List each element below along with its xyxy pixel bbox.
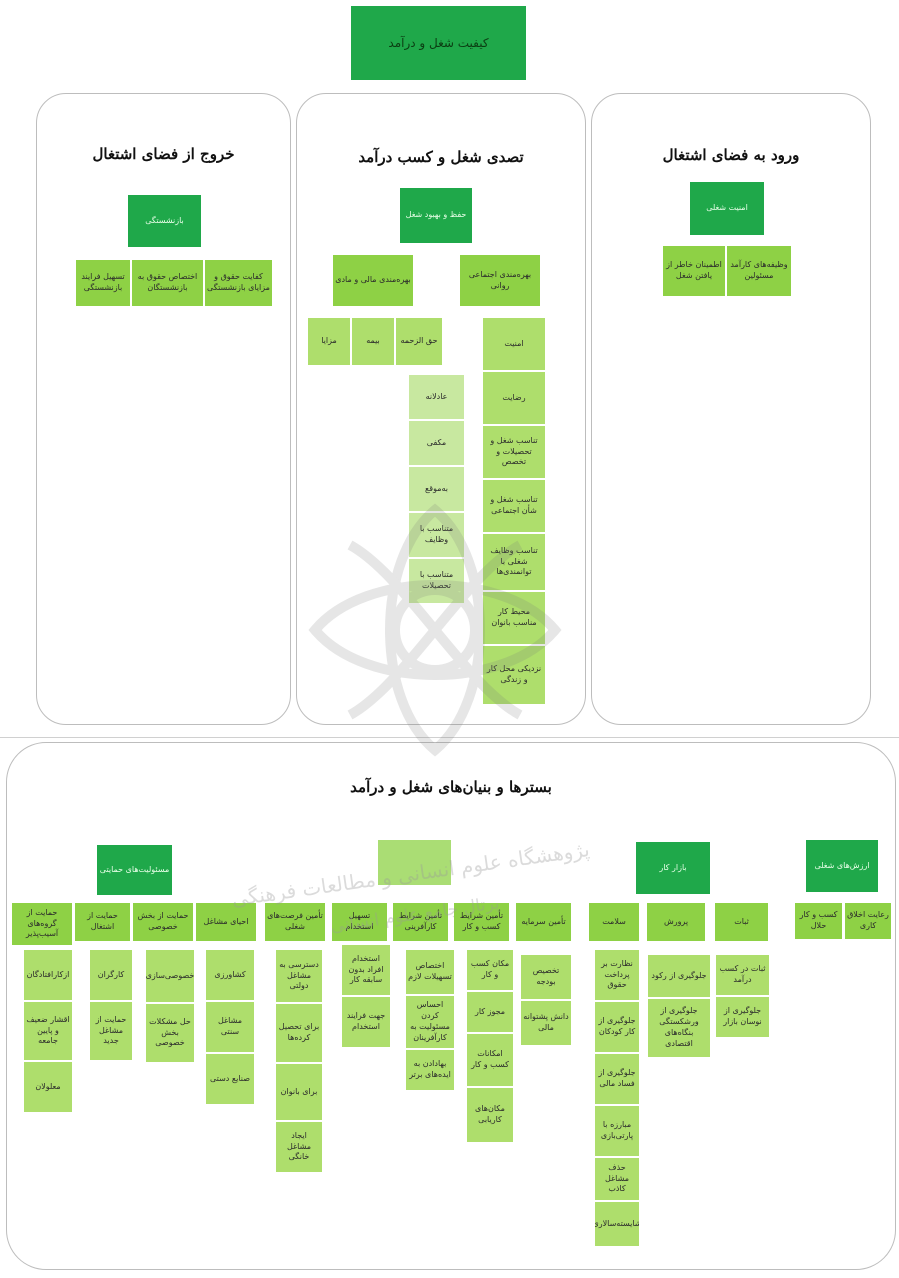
node-job-security: امنیت شغلی bbox=[690, 182, 764, 235]
node-financial-support: دانش پشتوانه مالی bbox=[521, 1001, 571, 1045]
node-fake-jobs: حذف مشاغل کاذب bbox=[595, 1158, 639, 1200]
section-divider bbox=[0, 737, 899, 738]
node-child-labor: جلوگیری از کار کودکان bbox=[595, 1002, 639, 1052]
node-employment-support: حمایت از اشتغال bbox=[75, 903, 130, 941]
node-psy-ability-fit: تناسب وظایف شغلی با توانمندی‌ها bbox=[483, 534, 545, 590]
node-home-jobs: ایجاد مشاغل خانگی bbox=[276, 1122, 322, 1172]
node-retire-3: تسهیل فرایند بازنشستگی bbox=[76, 260, 130, 306]
node-psy-security: امنیت bbox=[483, 318, 545, 370]
node-foundation-center bbox=[378, 840, 451, 885]
node-gov-jobs: دسترسی به مشاغل دولتی bbox=[276, 950, 322, 1002]
node-psy-workplace: محیط کار مناسب بانوان bbox=[483, 592, 545, 644]
node-traditional-jobs: مشاغل سنتی bbox=[206, 1002, 254, 1052]
node-tenure-root: حفظ و بهبود شغل bbox=[400, 188, 472, 243]
node-job-assurance: اطمینان خاطر از یافتن شغل bbox=[663, 246, 725, 296]
node-retire-1: کفایت حقوق و مزایای بازنشستگی bbox=[205, 260, 272, 306]
node-hire-no-experience: استخدام افراد بدون سابقه کار bbox=[342, 945, 390, 995]
node-income-stability: ثبات در کسب درآمد bbox=[716, 955, 769, 995]
node-entrepreneur-responsibility: احساس کردن مسئولیت به کارآفرینان bbox=[406, 996, 454, 1048]
node-workers: کارگران bbox=[90, 950, 132, 1000]
node-educated: برای تحصیل کرده‌ها bbox=[276, 1004, 322, 1062]
node-women: برای بانوان bbox=[276, 1064, 322, 1120]
node-retire-2: اختصاص حقوق به بازنشستگان bbox=[132, 260, 203, 306]
node-salary-education: متناسب با تحصیلات bbox=[409, 559, 464, 603]
node-market-health: سلامت bbox=[589, 903, 639, 941]
node-hiring-process: جهت فرایند استخدام bbox=[342, 997, 390, 1047]
node-recession: جلوگیری از رکود bbox=[648, 955, 710, 997]
node-poor-strata: اقشار ضعیف و پایین جامعه bbox=[24, 1002, 72, 1060]
node-favoritism: مبارزه با پارتی‌بازی bbox=[595, 1106, 639, 1156]
node-facilities-allocation: اختصاص تسهیلات لازم bbox=[406, 950, 454, 994]
node-bankruptcy: جلوگیری از ورشکستگی بنگاه‌های اقتصادی bbox=[648, 999, 710, 1057]
node-retirement: بازنشستگی bbox=[128, 195, 201, 247]
node-business-conditions: تأمین شرایط کسب و کار bbox=[454, 903, 509, 941]
node-budget: تخصیص بودجه bbox=[521, 955, 571, 999]
node-salary-oversight: نظارت بر پرداخت حقوق bbox=[595, 950, 639, 1000]
node-business-facilities: امکانات کسب و کار bbox=[467, 1034, 513, 1086]
node-salary-duties: متناسب با وظایف bbox=[409, 513, 464, 557]
node-benefits: مزایا bbox=[308, 318, 350, 365]
node-salary-fair: عادلانه bbox=[409, 375, 464, 419]
node-salary-enough: مکفی bbox=[409, 421, 464, 465]
node-hiring: تسهیل استخدام bbox=[332, 903, 387, 941]
node-best-ideas: بهادادن به ایده‌های برتر bbox=[406, 1050, 454, 1090]
node-corruption: جلوگیری از فساد مالی bbox=[595, 1054, 639, 1104]
node-work-permit: مجوز کار bbox=[467, 992, 513, 1032]
node-agriculture: کشاورزی bbox=[206, 950, 254, 1000]
node-psy-proximity: نزدیکی محل کار و زندگی bbox=[483, 646, 545, 704]
node-insurance: بیمه bbox=[352, 318, 394, 365]
node-salary-timely: به‌موقع bbox=[409, 467, 464, 511]
node-private-problems: حل مشکلات بخش خصوصی bbox=[146, 1004, 194, 1062]
node-capital: تأمین سرمایه bbox=[516, 903, 571, 941]
panel-exit-heading: خروج از فضای اشتغال bbox=[92, 145, 235, 163]
node-halal-business: کسب و کار حلال bbox=[795, 903, 842, 939]
node-wage: حق الزحمه bbox=[396, 318, 442, 365]
node-psycho: بهره‌مندی اجتماعی روانی bbox=[460, 255, 540, 306]
node-market-growth: پرورش bbox=[647, 903, 705, 941]
node-psy-education-fit: تناسب شغل و تحصیلات و تخصص bbox=[483, 426, 545, 478]
node-financial: بهره‌مندی مالی و مادی bbox=[333, 255, 413, 306]
node-revival: احیای مشاغل bbox=[196, 903, 256, 941]
node-labor-market: بازار کار bbox=[636, 842, 710, 894]
node-private-sector: حمایت از بخش خصوصی bbox=[133, 903, 193, 941]
node-entrepreneurship: تأمین شرایط کارآفرینی bbox=[393, 903, 448, 941]
node-privatization: خصوصی‌سازی bbox=[146, 950, 194, 1002]
node-disabled-workers: ازکارافتادگان bbox=[24, 950, 72, 1000]
node-job-opportunity: تأمین فرصت‌های شغلی bbox=[265, 903, 325, 941]
panel-exit bbox=[36, 93, 291, 725]
node-handicrafts: صنایع دستی bbox=[206, 1054, 254, 1104]
panel-tenure-heading: تصدی شغل و کسب درآمد bbox=[358, 148, 524, 166]
node-work-values: ارزش‌های شغلی bbox=[806, 840, 878, 892]
node-meritocracy: شایسته‌سالاری bbox=[595, 1202, 639, 1246]
node-disabled: معلولان bbox=[24, 1062, 72, 1112]
node-business-place: مکان کسب و کار bbox=[467, 950, 513, 990]
node-psy-satisfaction: رضایت bbox=[483, 372, 545, 424]
node-work-ethics: رعایت اخلاق کاری bbox=[845, 903, 891, 939]
diagram-title: کیفیت شغل و درآمد bbox=[351, 6, 526, 80]
panel-entry-heading: ورود به فضای اشتغال bbox=[662, 146, 800, 164]
panel-foundations-heading: بسترها و بنیان‌های شغل و درآمد bbox=[350, 778, 552, 796]
node-market-fluctuation: جلوگیری از نوسان بازار bbox=[716, 997, 769, 1037]
node-vulnerable-groups: حمایت از گروه‌های آسیب‌پذیر bbox=[12, 903, 72, 945]
node-efficient-officials: وظیفه‌های کارآمد مسئولین bbox=[727, 246, 791, 296]
node-market-stability: ثبات bbox=[715, 903, 768, 941]
node-support-duties: مسئولیت‌های حمایتی bbox=[97, 845, 172, 895]
node-job-search-places: مکان‌های کاریابی bbox=[467, 1088, 513, 1142]
node-psy-status-fit: تناسب شغل و شأن اجتماعی bbox=[483, 480, 545, 532]
node-new-jobs: حمایت از مشاغل جدید bbox=[90, 1002, 132, 1060]
